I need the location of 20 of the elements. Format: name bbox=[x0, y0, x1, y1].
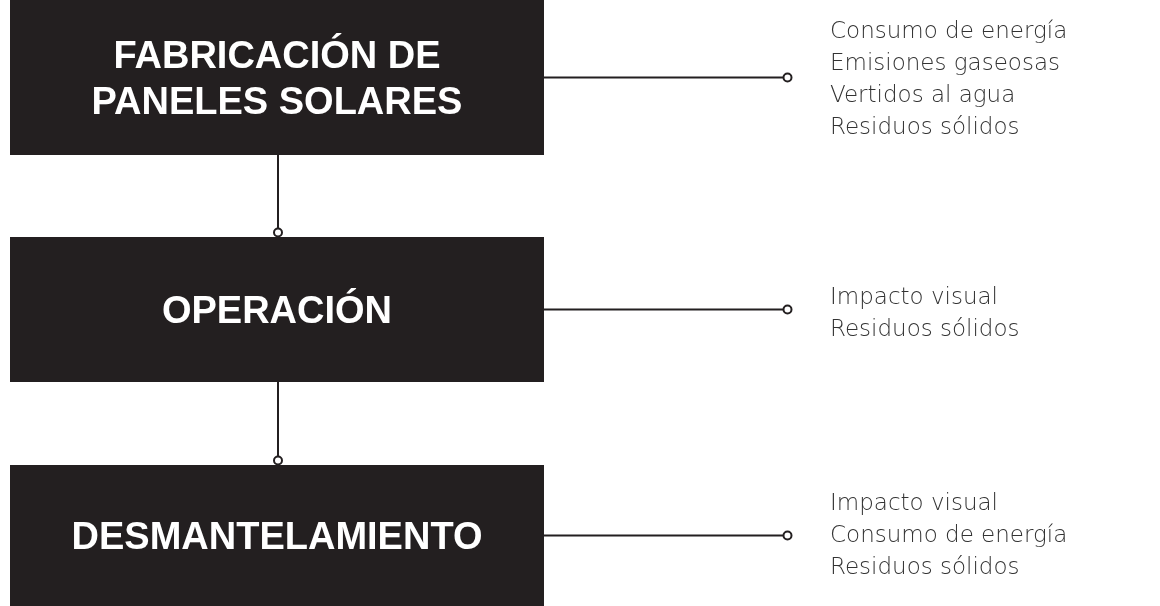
impact-item: Residuos sólidos bbox=[830, 552, 1020, 581]
impact-item: Vertidos al agua bbox=[830, 80, 1016, 109]
stage-box bbox=[10, 0, 544, 155]
impact-item: Consumo de energía bbox=[830, 16, 1068, 45]
impact-item: Impacto visual bbox=[830, 488, 998, 517]
stage-title: OPERACIÓN bbox=[160, 287, 394, 333]
stage-title: DESMANTELAMIENTO bbox=[70, 513, 484, 559]
connector-line bbox=[543, 530, 793, 541]
connector-line bbox=[273, 381, 283, 466]
connector-line bbox=[273, 154, 283, 238]
impact-item: Consumo de energía bbox=[830, 520, 1068, 549]
impact-item: Residuos sólidos bbox=[830, 112, 1020, 141]
connector-line bbox=[543, 72, 793, 83]
impact-item: Emisiones gaseosas bbox=[830, 48, 1060, 77]
impact-item: Impacto visual bbox=[830, 282, 998, 311]
stage-box bbox=[10, 465, 544, 606]
stage-title: FABRICACIÓN DE PANELES SOLARES bbox=[90, 32, 464, 124]
impact-item: Residuos sólidos bbox=[830, 314, 1020, 343]
stage-box bbox=[10, 237, 544, 382]
connector-line bbox=[543, 304, 793, 315]
